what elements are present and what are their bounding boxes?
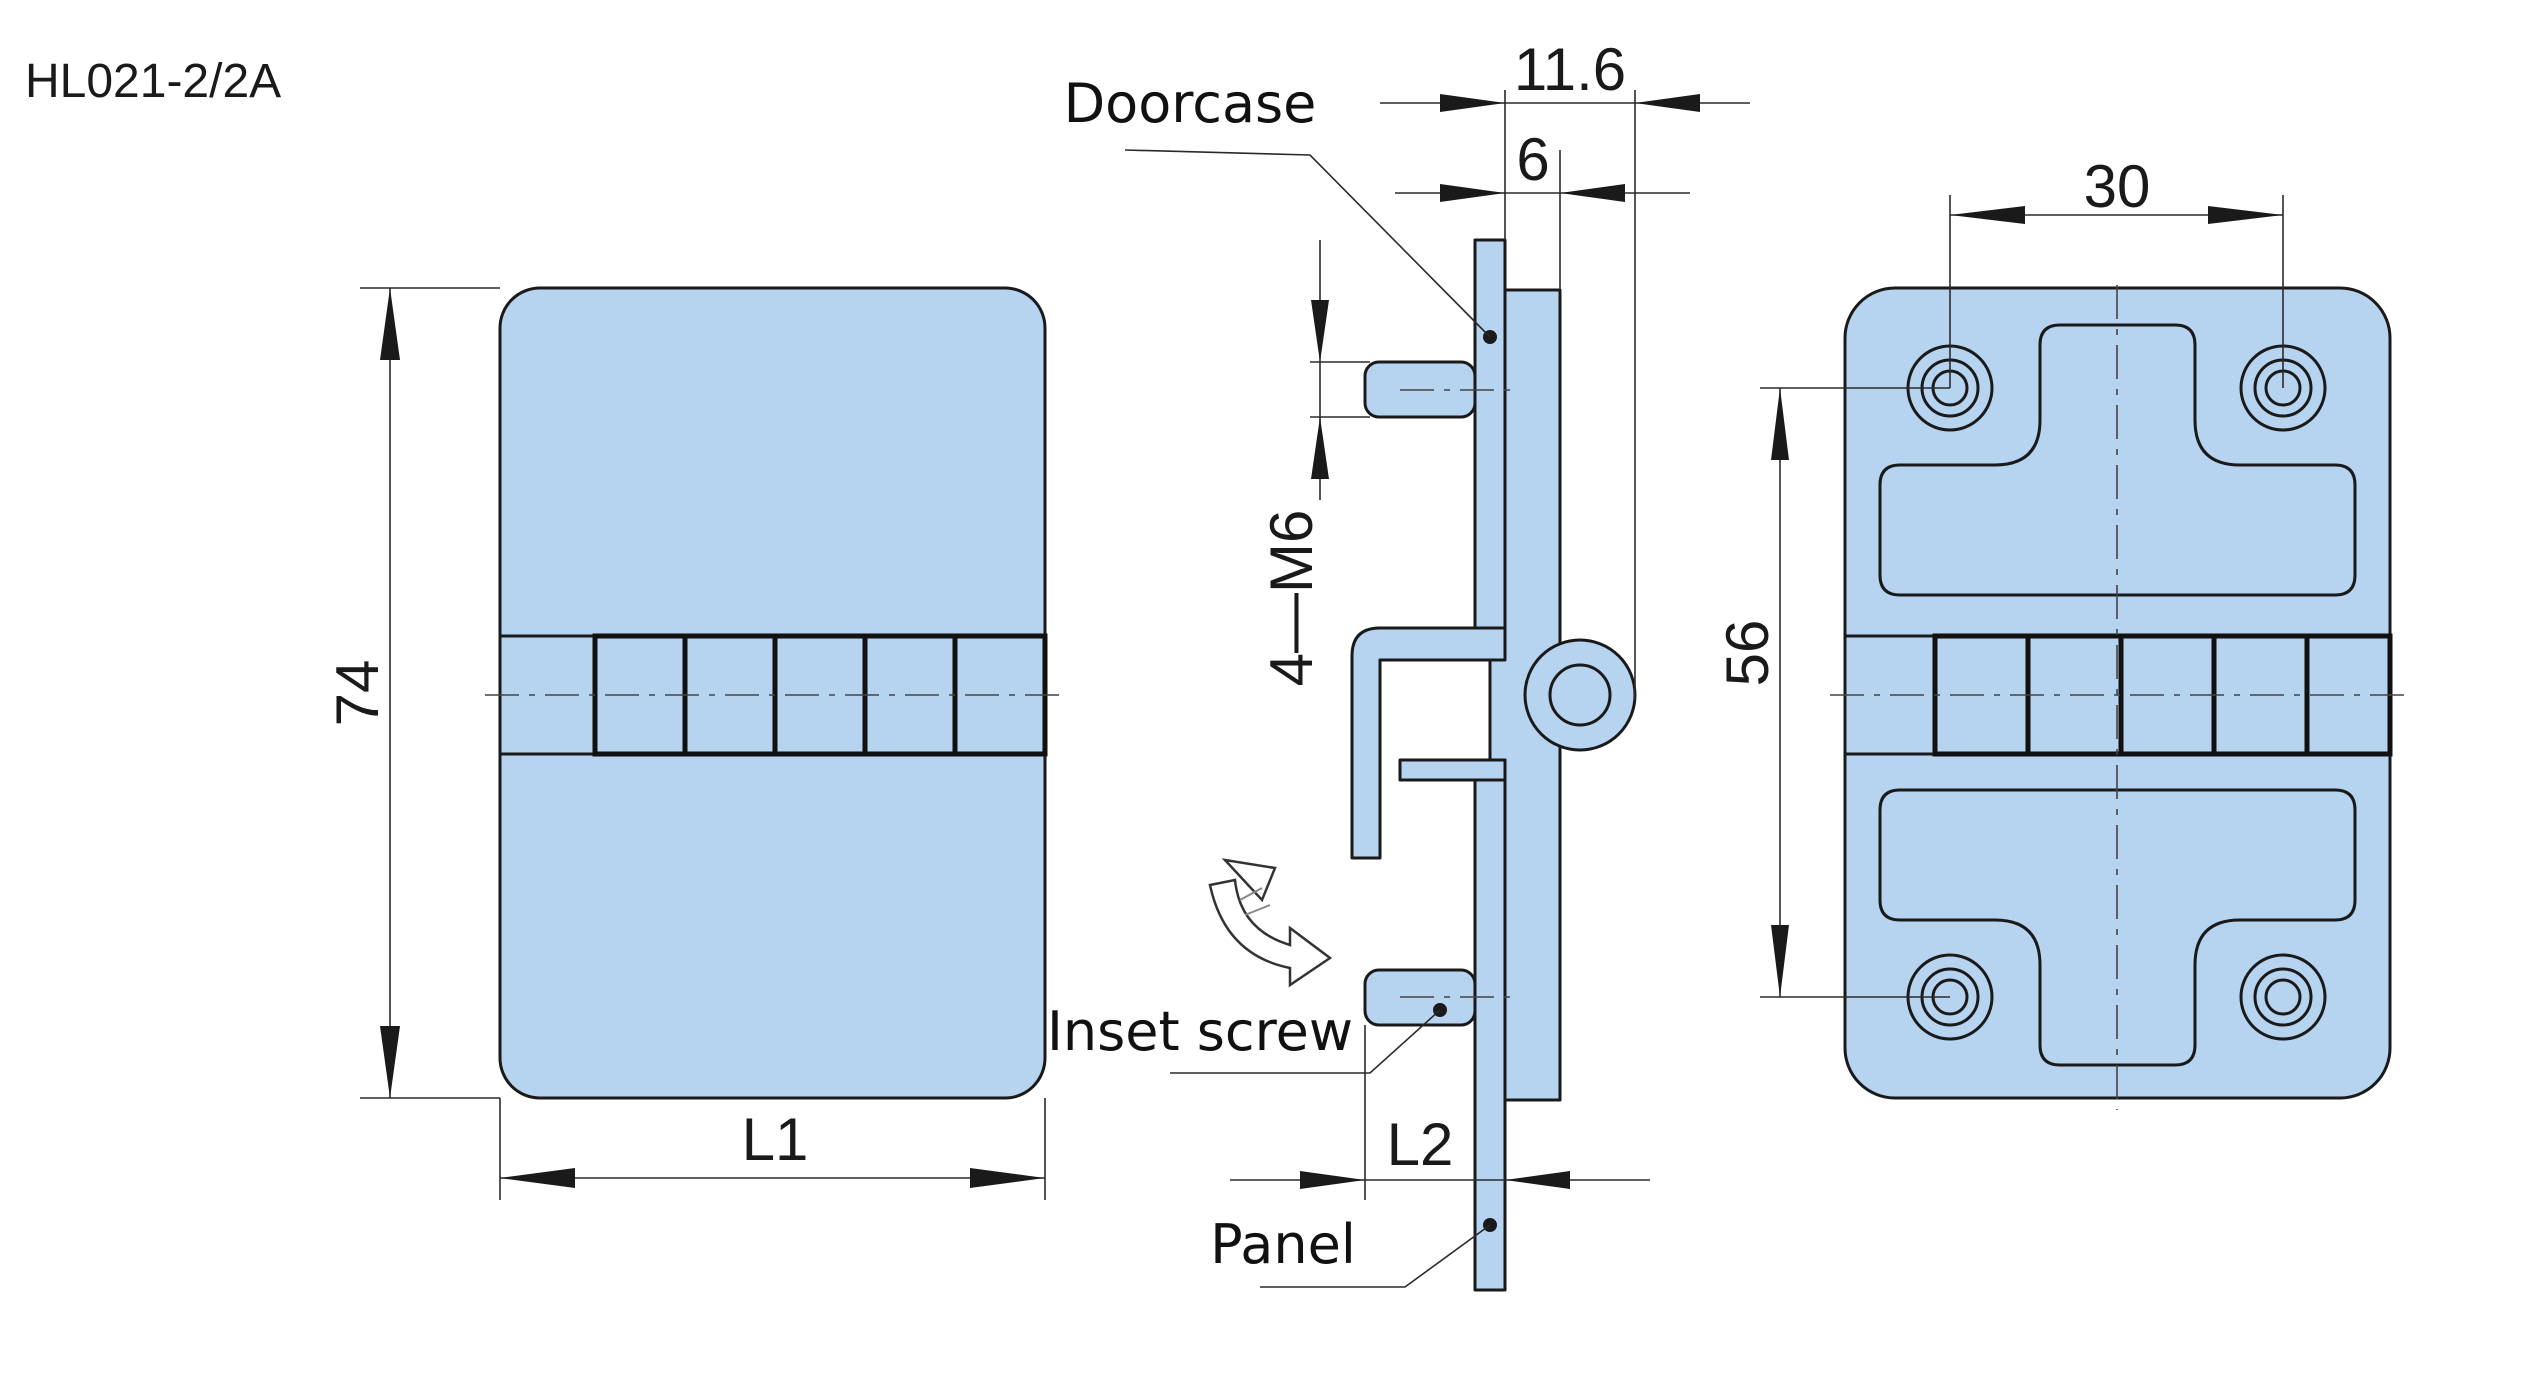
arrowhead	[380, 288, 400, 360]
arrowhead	[1950, 206, 2025, 224]
side-view: 11.6 6 4—M6 L2 Doorcase Inset screw Pane…	[1047, 36, 1750, 1292]
dim-width-l1: L1	[742, 1106, 809, 1173]
arrowhead	[1440, 184, 1505, 202]
arrowhead	[1440, 94, 1505, 112]
arrowhead	[1311, 300, 1329, 362]
label-inset-screw: Inset screw	[1047, 1000, 1353, 1063]
dim-spacing-30: 30	[2084, 153, 2151, 220]
dim-depth-11-6: 11.6	[1514, 36, 1626, 103]
arrowhead	[970, 1168, 1045, 1188]
arrowhead	[1300, 1171, 1365, 1189]
upper-recess	[1878, 323, 2357, 597]
label-doorcase: Doorcase	[1064, 72, 1317, 135]
dim-spacing-56: 56	[1714, 620, 1781, 687]
dim-offset-l2: L2	[1387, 1111, 1454, 1178]
arrowhead	[1505, 1171, 1570, 1189]
screw-hole	[2239, 953, 2327, 1041]
doorcase-leader	[1124, 149, 1491, 338]
hinge-pin	[1548, 663, 1612, 727]
dim-height-74: 74	[324, 660, 391, 727]
inset-screw-leader	[1170, 1009, 1441, 1074]
arrowhead	[1771, 388, 1789, 460]
doorcase-flange	[1473, 238, 1507, 642]
arrowhead	[2208, 206, 2283, 224]
arrowhead	[1771, 925, 1789, 997]
arrowhead	[1311, 417, 1329, 479]
rotation-arrow-icon	[1208, 858, 1333, 988]
label-panel: Panel	[1210, 1213, 1356, 1276]
panel-flange	[1473, 758, 1507, 1292]
lower-recess	[1878, 788, 2357, 1067]
arrowhead	[500, 1168, 575, 1188]
model-title: HL021-2/2A	[25, 55, 281, 108]
dim-depth-6: 6	[1516, 126, 1549, 193]
upper-bracket	[1350, 626, 1507, 860]
hinge-knuckle	[1523, 638, 1637, 752]
panel-leader	[1260, 1224, 1491, 1288]
back-view: 30 56	[1714, 153, 2405, 1110]
arrowhead	[1560, 184, 1625, 202]
dim-thread-4-m6: 4—M6	[1258, 510, 1325, 687]
arrowhead	[380, 1026, 400, 1098]
front-view: 74 L1	[324, 286, 1060, 1200]
arrowhead	[1635, 94, 1700, 112]
lower-step	[1398, 758, 1507, 782]
